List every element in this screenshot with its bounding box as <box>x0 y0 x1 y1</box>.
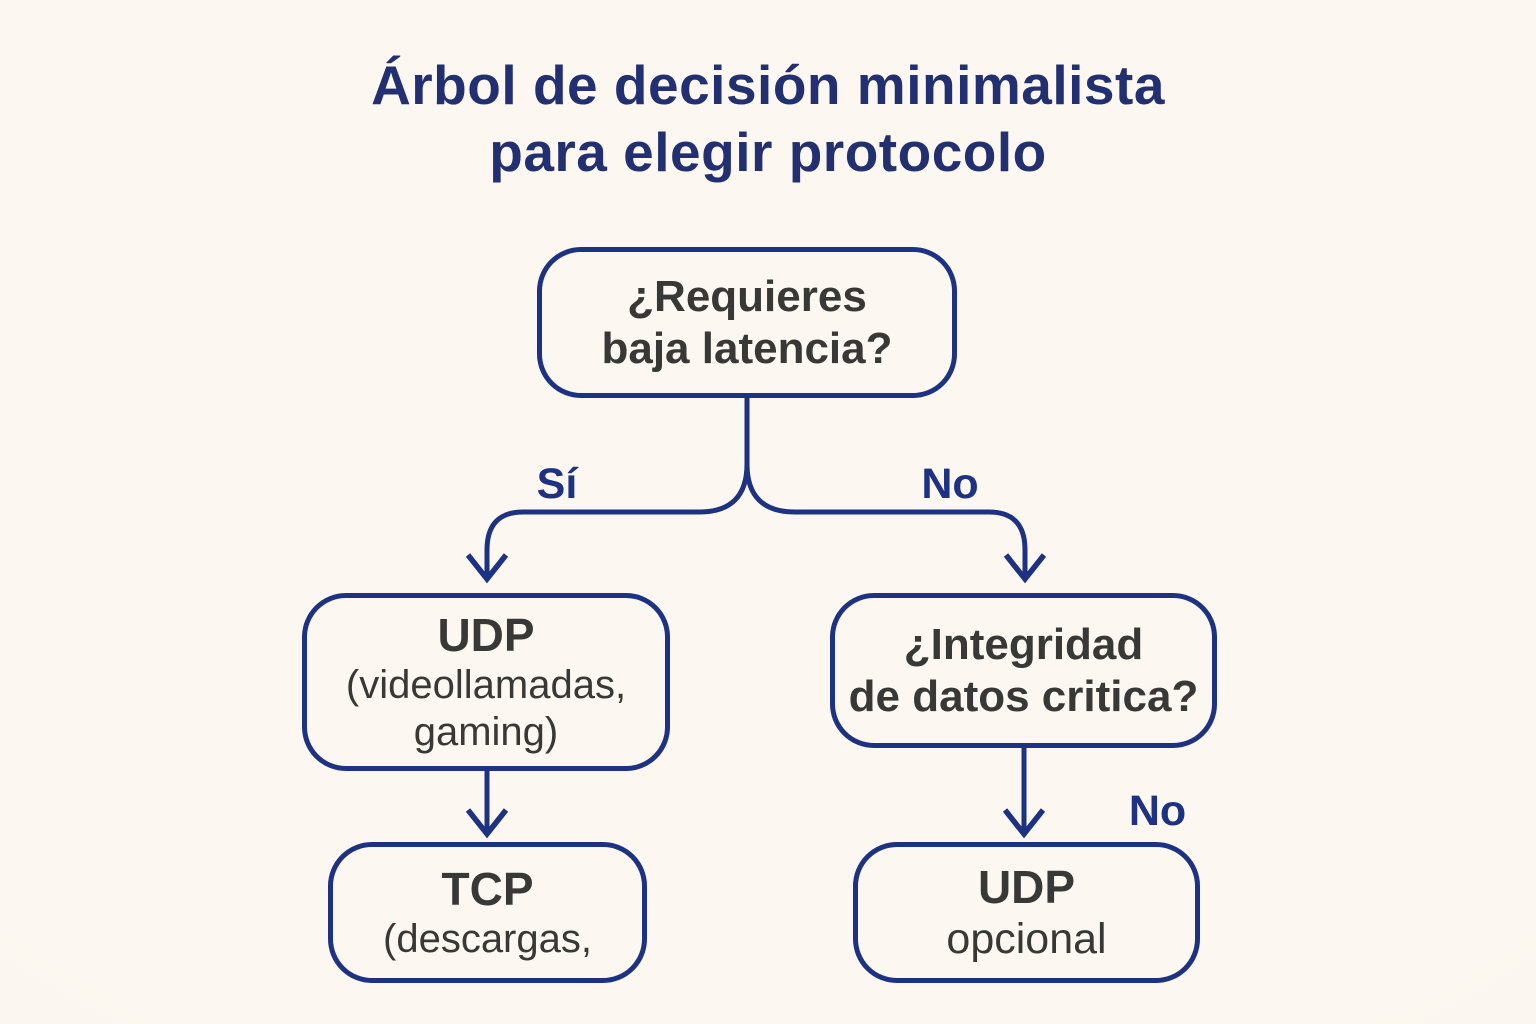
node-result-tcp-title: TCP <box>441 862 534 915</box>
arrowhead-integrity <box>1003 553 1047 584</box>
diagram-title: Árbol de decisión minimalista para elegi… <box>0 52 1536 186</box>
node-result-udp-detail-2: gaming) <box>413 710 559 755</box>
node-result-udp: UDP (videollamadas, gaming) <box>302 593 670 771</box>
node-result-tcp: TCP (descargas, <box>328 842 647 983</box>
node-result-udp-title: UDP <box>437 608 535 661</box>
node-result-udp-detail-1: (videollamadas, <box>345 662 627 707</box>
node-question-integrity-line-2: de datos critica? <box>848 671 1199 721</box>
diagram-title-line-1: Árbol de decisión minimalista <box>371 54 1165 116</box>
arrowhead-tcp <box>465 808 509 839</box>
node-question-integrity-line-1: ¿Integridad <box>903 619 1144 669</box>
edge-label-no-bottom: No <box>1128 787 1187 835</box>
node-question-integrity: ¿Integridad de datos critica? <box>830 593 1217 748</box>
node-result-tcp-detail: (descargas, <box>383 917 592 962</box>
node-result-udp-optional-detail: opcional <box>946 915 1107 964</box>
edge-label-no: No <box>921 460 979 508</box>
arrowhead-udp-optional <box>1002 808 1046 839</box>
node-question-latency-line-1: ¿Requieres <box>627 271 867 321</box>
edge-label-yes: Sí <box>536 460 578 508</box>
node-result-udp-optional: UDP opcional <box>853 842 1200 983</box>
node-question-latency: ¿Requieres baja latencia? <box>537 247 957 398</box>
node-question-latency-line-2: baja latencia? <box>601 323 893 373</box>
edge-root-to-udp <box>484 463 750 576</box>
diagram-title-line-2: para elegir protocolo <box>489 121 1047 184</box>
arrowhead-udp <box>465 553 509 584</box>
edge-root-to-integrity <box>744 463 1028 576</box>
node-result-udp-optional-title: UDP <box>977 861 1076 913</box>
